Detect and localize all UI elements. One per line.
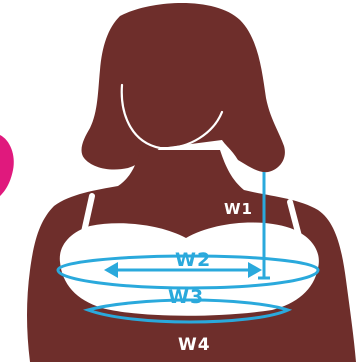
pink-accent-shape	[0, 135, 14, 196]
w3-label: W3	[168, 286, 204, 308]
w4-label: W4	[178, 335, 211, 355]
w1-label: W1	[224, 200, 253, 218]
hair-silhouette	[82, 3, 285, 172]
w2-label: W2	[175, 249, 211, 271]
